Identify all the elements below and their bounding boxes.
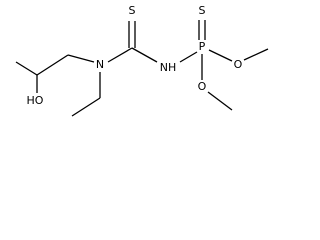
atom-label-phosphoryl-s: S [199, 4, 206, 17]
molecule-structure: HO N S NH P S O O [0, 0, 284, 133]
atom-label-amine-n: N [96, 58, 104, 71]
bond-methyl-chc [15, 61, 38, 76]
structure-diagram: HO N S NH P S O O [15, 4, 269, 117]
atom-label-hydroxyl: HO [27, 94, 44, 107]
bond-o-upper-methyl [243, 48, 269, 61]
bond-n-thiocarbonyl [107, 47, 133, 63]
bond-chc-ch2 [36, 54, 69, 76]
bond-o-lower-methyl [207, 91, 233, 111]
atom-label-phosphorus: P [199, 40, 206, 53]
bond-nh-p [179, 51, 198, 63]
bond-group [15, 20, 269, 117]
bond-ethyl-ch2-ch3 [71, 97, 101, 117]
atom-label-imine-nh: NH [160, 61, 177, 74]
bond-ch2-n [67, 54, 95, 63]
atom-label-group: HO N S NH P S O O [27, 4, 243, 107]
atom-label-methoxy-o-lower: O [198, 80, 207, 93]
atom-label-thione-s: S [129, 4, 136, 17]
bond-p-o-upper [208, 49, 233, 62]
atom-label-methoxy-o-upper: O [234, 58, 243, 71]
bond-thiocarbonyl-nh [131, 47, 158, 63]
